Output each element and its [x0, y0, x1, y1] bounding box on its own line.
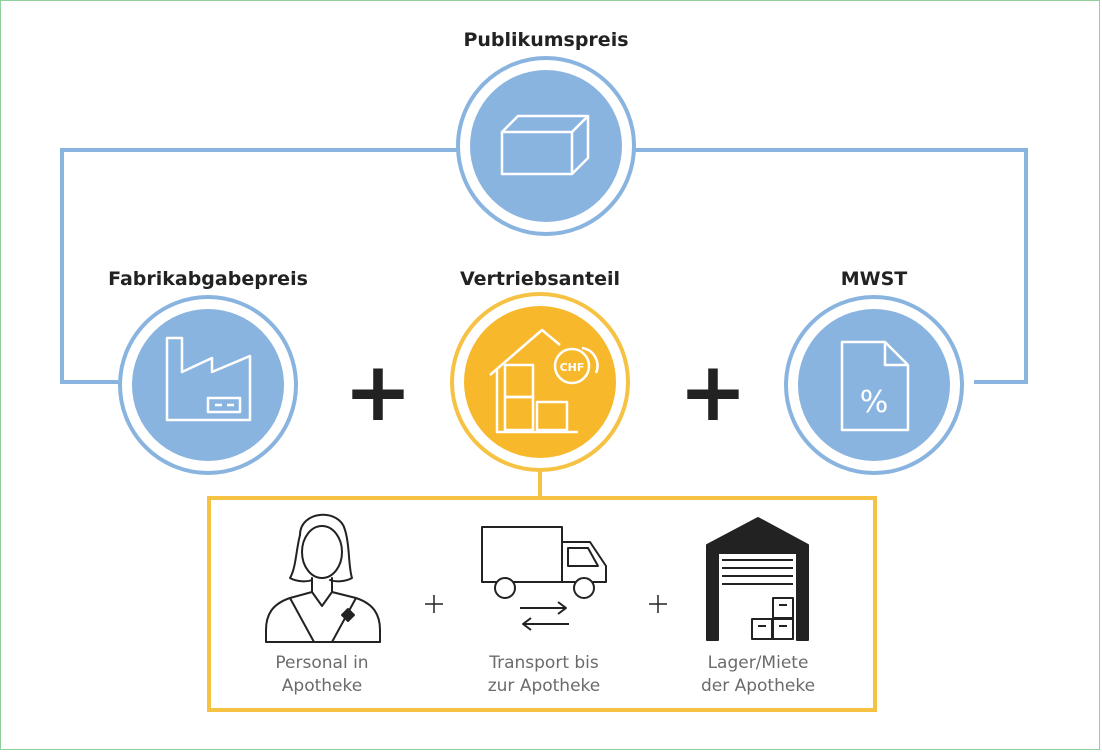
document-percent-icon — [840, 340, 910, 432]
truck-icon — [481, 526, 607, 631]
fabrikabgabepreis-node — [118, 295, 298, 475]
personal-label-line1: Personal in — [275, 653, 368, 673]
transport-label-line1: Transport bis — [488, 653, 599, 673]
warehouse-icon — [706, 517, 809, 641]
pharmacist-icon — [265, 513, 381, 643]
vertriebsanteil-node: CHF — [450, 292, 630, 472]
house-boxes-chf-icon — [489, 328, 599, 434]
chf-badge: CHF — [560, 361, 585, 374]
vertriebsanteil-title: Vertriebsanteil — [460, 268, 620, 290]
percent-glyph: % — [860, 385, 889, 420]
plus-operator-right: + — [679, 345, 748, 440]
publikumspreis-node — [456, 56, 636, 236]
plus-operator-left: + — [344, 345, 413, 440]
box-icon — [500, 114, 590, 176]
lager-label-line2: der Apotheke — [701, 676, 815, 696]
personal-label-line2: Apotheke — [282, 676, 362, 696]
factory-icon — [165, 336, 252, 422]
left-connector — [60, 148, 458, 384]
transport-label-line2: zur Apotheke — [488, 676, 601, 696]
fabrikabgabepreis-title: Fabrikabgabepreis — [108, 268, 308, 290]
mwst-node: % — [784, 295, 964, 475]
lager-label-line1: Lager/Miete — [708, 653, 809, 673]
publikumspreis-title: Publikumspreis — [463, 29, 628, 51]
mwst-title: MWST — [841, 268, 908, 290]
right-connector — [634, 148, 1028, 384]
